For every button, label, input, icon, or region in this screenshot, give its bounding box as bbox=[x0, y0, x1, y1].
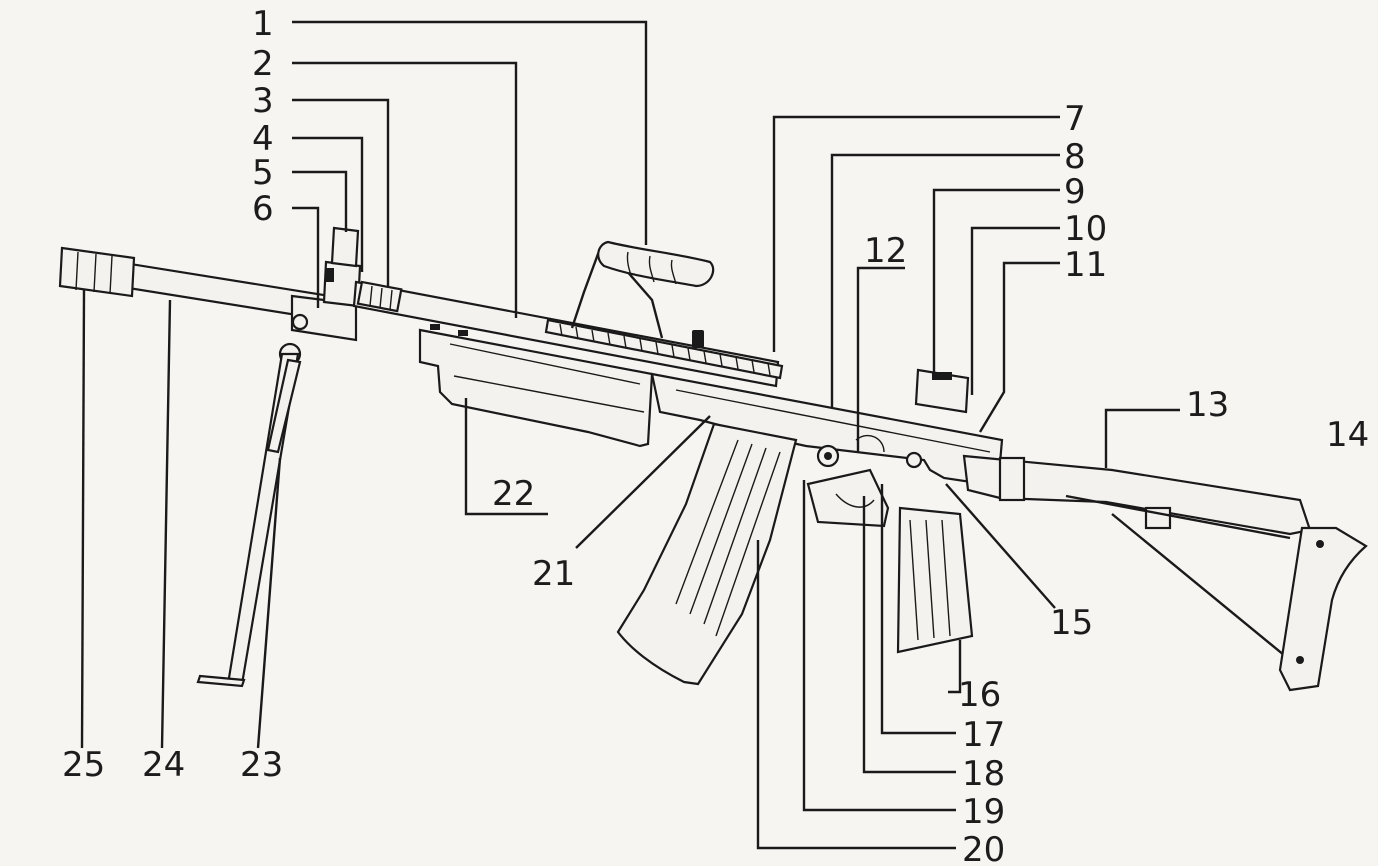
leader-10 bbox=[970, 226, 1060, 395]
callout-12: 12 bbox=[864, 231, 907, 271]
leader-13 bbox=[1104, 408, 1180, 468]
callout-14: 14 bbox=[1326, 415, 1369, 455]
pistol-grip bbox=[896, 506, 974, 654]
folding-stock bbox=[962, 454, 1368, 692]
callout-8: 8 bbox=[1064, 137, 1086, 177]
magazine bbox=[616, 422, 798, 686]
leader-5 bbox=[292, 170, 348, 232]
leader-22 bbox=[464, 398, 548, 516]
leader-21 bbox=[575, 415, 711, 549]
trigger-guard bbox=[806, 468, 890, 528]
callout-17: 17 bbox=[962, 715, 1005, 755]
leader-17 bbox=[880, 484, 956, 735]
leader-20 bbox=[756, 540, 956, 850]
callout-11: 11 bbox=[1064, 245, 1107, 285]
leader-1 bbox=[292, 20, 648, 245]
callout-5: 5 bbox=[252, 153, 274, 193]
callout-1: 1 bbox=[252, 4, 274, 44]
leader-8 bbox=[830, 153, 1060, 408]
callout-10: 10 bbox=[1064, 209, 1107, 249]
callout-21: 21 bbox=[532, 554, 575, 594]
leader-2 bbox=[292, 61, 518, 318]
cocking-rail bbox=[544, 318, 784, 380]
leader-3 bbox=[292, 98, 390, 288]
flash-hider bbox=[58, 246, 136, 298]
callout-4: 4 bbox=[252, 119, 274, 159]
callout-24: 24 bbox=[142, 745, 185, 785]
callout-19: 19 bbox=[962, 792, 1005, 832]
leader-23 bbox=[256, 457, 282, 749]
leader-4 bbox=[292, 136, 364, 272]
leader-25 bbox=[80, 289, 86, 749]
handguard bbox=[418, 324, 654, 448]
front-sight-block bbox=[290, 226, 362, 342]
callout-9: 9 bbox=[1064, 172, 1086, 212]
bipod bbox=[196, 342, 302, 688]
callout-22: 22 bbox=[492, 474, 535, 514]
leader-7 bbox=[772, 115, 1060, 352]
callout-18: 18 bbox=[962, 754, 1005, 794]
leader-18 bbox=[862, 496, 956, 774]
leader-9 bbox=[932, 188, 1060, 374]
leader-24 bbox=[160, 299, 172, 749]
leader-6 bbox=[292, 206, 320, 308]
callout-23: 23 bbox=[240, 745, 283, 785]
callout-labels: 1 2 3 4 5 6 7 8 9 10 11 12 13 14 15 16 1… bbox=[62, 4, 1369, 866]
callout-6: 6 bbox=[252, 189, 274, 229]
callout-2: 2 bbox=[252, 44, 274, 84]
callout-7: 7 bbox=[1064, 99, 1086, 139]
callout-20: 20 bbox=[962, 830, 1005, 866]
callout-3: 3 bbox=[252, 81, 274, 121]
leader-11 bbox=[978, 261, 1060, 433]
callout-15: 15 bbox=[1050, 603, 1093, 643]
leader-19 bbox=[802, 480, 956, 812]
leader-15 bbox=[945, 483, 1056, 609]
leader-12 bbox=[856, 266, 905, 452]
callout-25: 25 bbox=[62, 745, 105, 785]
leader-16 bbox=[948, 640, 962, 694]
callout-16: 16 bbox=[958, 675, 1001, 715]
rear-sight bbox=[914, 368, 970, 414]
leader-lines bbox=[80, 20, 1180, 850]
carrying-handle bbox=[570, 240, 715, 339]
callout-13: 13 bbox=[1186, 385, 1229, 425]
rifle-drawing bbox=[58, 226, 1368, 692]
